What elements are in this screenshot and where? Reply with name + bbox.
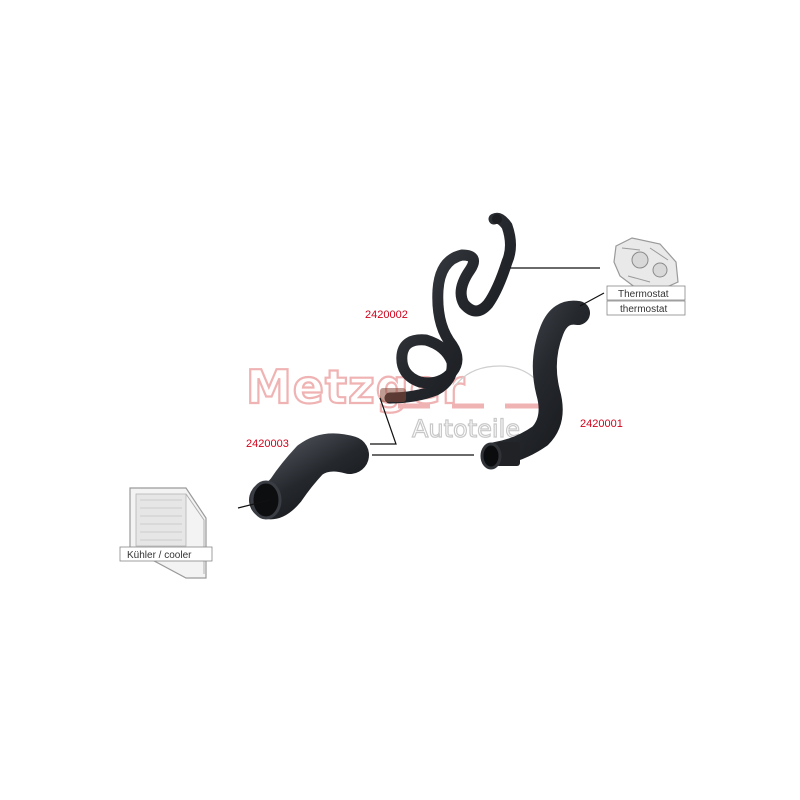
leader-thermostat-2420001 bbox=[579, 292, 605, 307]
part-number-2420003: 2420003 bbox=[246, 438, 289, 450]
thermostat-illustration bbox=[613, 237, 679, 291]
cooler-label: Kühler / cooler bbox=[127, 550, 192, 561]
thermostat-label-en: thermostat bbox=[620, 304, 667, 315]
part-number-2420002: 2420002 bbox=[365, 309, 408, 321]
hose-2420003 bbox=[249, 433, 369, 520]
hose-2420003-port bbox=[250, 480, 282, 520]
thermostat-label-de: Thermostat bbox=[618, 289, 669, 300]
hose-2420001-port bbox=[480, 442, 502, 470]
leader-lines bbox=[237, 267, 605, 509]
hose-2420002 bbox=[380, 212, 516, 404]
leader-cooler-2420003 bbox=[237, 499, 271, 509]
hose-2420001 bbox=[480, 300, 590, 470]
thermostat-label-box: Thermostat thermostat bbox=[606, 285, 686, 316]
cooler-label-box: Kühler / cooler bbox=[119, 546, 213, 562]
cooler-illustration bbox=[129, 487, 207, 579]
watermark-car-outline bbox=[454, 365, 541, 387]
leader-2420002-2420003 bbox=[370, 397, 397, 445]
part-number-2420001: 2420001 bbox=[580, 418, 623, 430]
watermark-tagline: Autoteile bbox=[412, 415, 520, 443]
